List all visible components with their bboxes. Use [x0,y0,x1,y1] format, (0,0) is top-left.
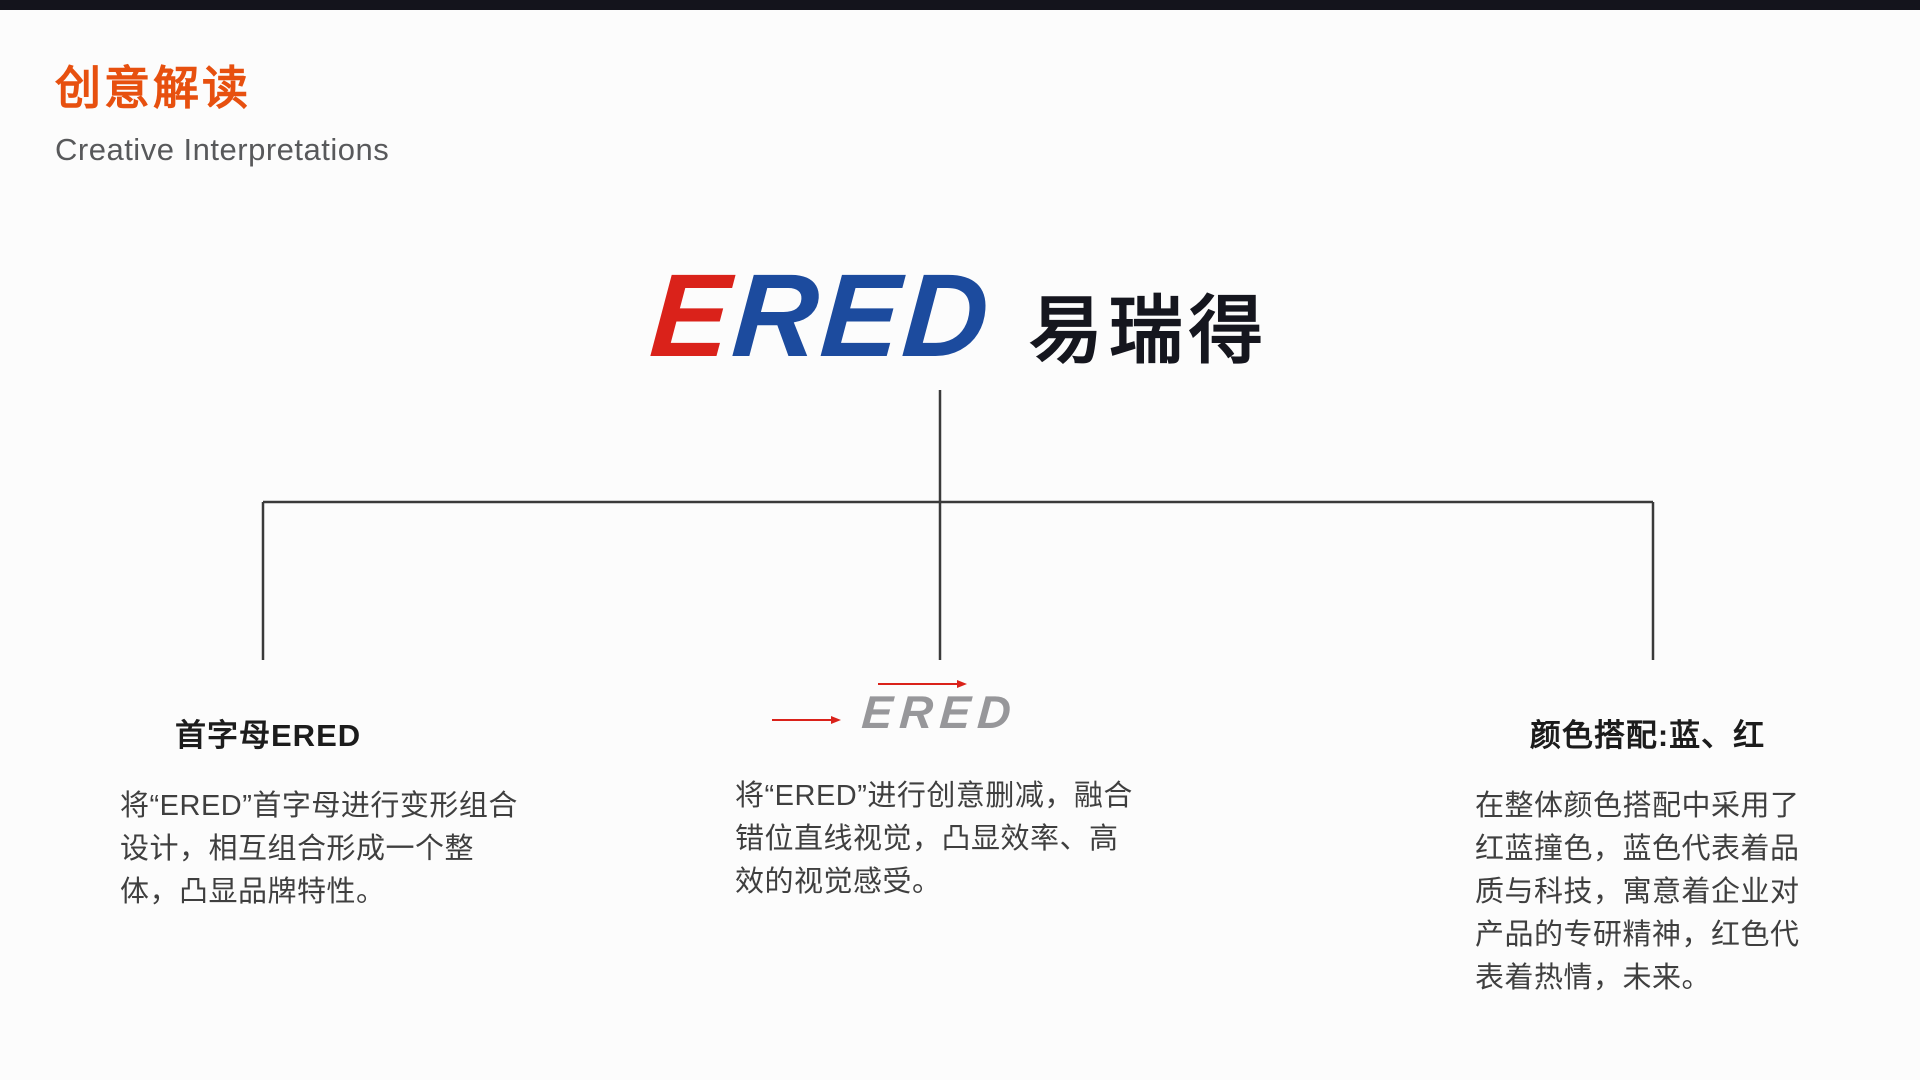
logo-chinese-name: 易瑞得 [1028,289,1269,372]
red-arrow-icon [878,680,967,688]
column-colors: 颜色搭配:蓝、红 在整体颜色搭配中采用了红蓝撞色，蓝色代表着品质与科技，寓意着企… [1475,685,1820,1000]
logo-letters-red: RED [728,250,996,382]
red-arrow-icon [772,716,841,724]
brand-logo: E RED 易瑞得 [646,248,1269,384]
top-accent-bar [0,0,1920,10]
column-body: 在整体颜色搭配中采用了红蓝撞色，蓝色代表着品质与科技，寓意着企业对产品的专研精神… [1475,790,1800,994]
column-heading: 首字母ERED [175,718,362,753]
column-initials: 首字母ERED 将“ERED”首字母进行变形组合设计，相互组合形成一个整体，凸显… [120,685,520,914]
gray-logo: ERED [772,680,1060,745]
logo-letter-e: E [646,250,738,382]
column-heading: 颜色搭配:蓝、红 [1529,718,1766,753]
page-header: 创意解读 Creative Interpretations [55,52,389,168]
page-subtitle: Creative Interpretations [55,132,390,167]
page-title: 创意解读 [55,62,251,114]
column-body: 将“ERED”进行创意删减，融合错位直线视觉，凸显效率、高效的视觉感受。 [735,780,1133,898]
gray-logo-text: ERED [860,686,1020,738]
column-body: 将“ERED”首字母进行变形组合设计，相互组合形成一个整体，凸显品牌特性。 [120,790,518,908]
column-simplified: ERED 将“ERED”进行创意删减，融合错位直线视觉，凸显效率、高效的视觉感受… [735,680,1145,904]
